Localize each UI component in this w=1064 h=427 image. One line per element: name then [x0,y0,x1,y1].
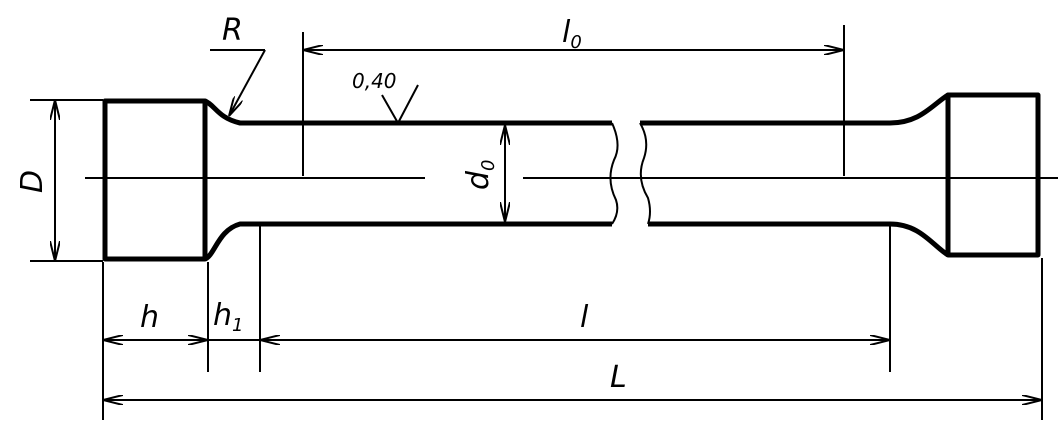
roughness-symbol [381,84,419,126]
label-D: D [15,170,50,193]
right-body-top-edge [640,92,950,126]
dimension-lines [55,50,1042,400]
label-R: R [222,13,243,48]
left-head [102,98,208,262]
specimen-outline [102,92,1041,262]
label-L: L [610,360,627,395]
label-d0: d0 [461,160,499,191]
label-h1: h1 [213,298,243,336]
label-l0: l0 [562,15,582,53]
label-l: l [580,300,589,335]
left-body-top-edge [203,98,612,126]
label-roughness: 0,40 [352,69,397,93]
radius-leader [210,49,266,116]
break-lines [609,122,651,225]
extension-lines [30,25,1043,420]
right-head [945,92,1041,258]
right-body-bottom-edge [648,221,950,258]
label-h: h [140,300,159,335]
left-body-bottom-edge [203,221,612,262]
